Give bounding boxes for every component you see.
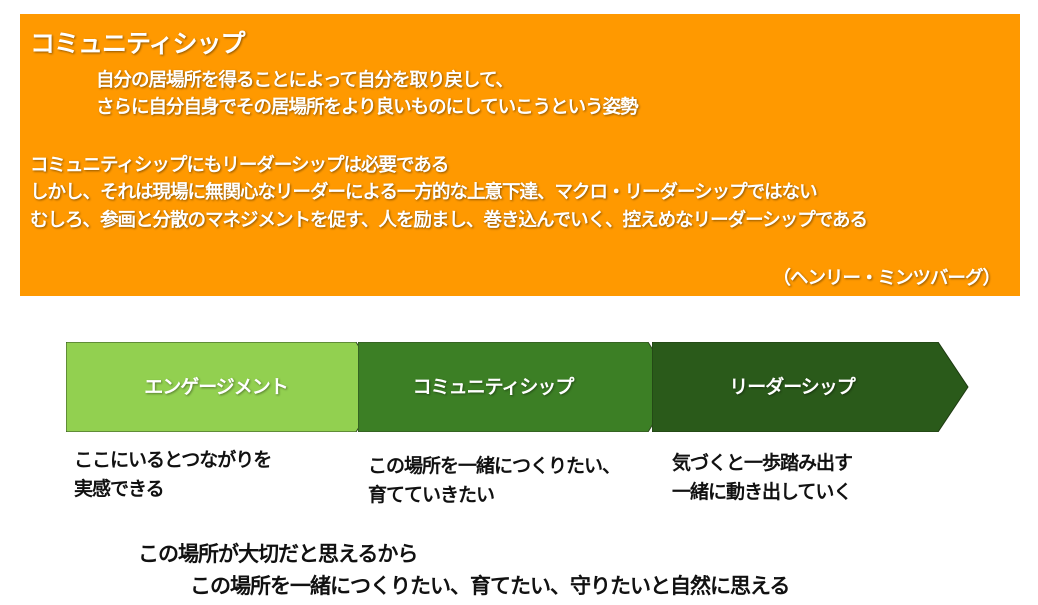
body-line-3: むしろ、参画と分散のマネジメントを促す、人を励まし、巻き込んでいく、控えめなリー… <box>30 210 868 231</box>
desc-line: 一緒に動き出していく <box>672 481 852 503</box>
desc-line: ここにいるとつながりを <box>74 449 272 471</box>
definition-line-2: さらに自分自身でその居場所をより良いものにしていこうという姿勢 <box>96 97 639 118</box>
desc-line: この場所を一緒につくりたい、 <box>368 455 621 477</box>
step-leadership: リーダーシップ <box>652 342 970 432</box>
step-description-engagement: ここにいるとつながりを 実感できる <box>74 446 272 504</box>
step-engagement: エンゲージメント <box>66 342 384 432</box>
step-label: エンゲージメント <box>144 376 289 398</box>
step-label: リーダーシップ <box>729 376 856 398</box>
step-description-leadership: 気づくと一歩踏み出す 一緒に動き出していく <box>672 449 853 507</box>
footer-line-1: この場所が大切だと思えるから <box>138 542 418 566</box>
body-line-2: しかし、それは現場に無関心なリーダーによる一方的な上意下達、マクロ・リーダーシッ… <box>30 182 818 203</box>
attribution: （ヘンリー・ミンツバーグ） <box>772 268 1001 289</box>
definition-line-1: 自分の居場所を得ることによって自分を取り戻して、 <box>96 70 514 91</box>
footer-line-2: この場所を一緒につくりたい、育てたい、守りたいと自然に思える <box>190 574 790 598</box>
step-description-communityship: この場所を一緒につくりたい、 育てていきたい <box>368 452 621 510</box>
step-label: コミュニティシップ <box>412 376 575 398</box>
definition-panel: コミュニティシップ 自分の居場所を得ることによって自分を取り戻して、 さらに自分… <box>20 14 1020 296</box>
desc-line: 育てていきたい <box>368 484 495 506</box>
step-communityship: コミュニティシップ <box>358 342 676 432</box>
desc-line: 気づくと一歩踏み出す <box>672 452 853 474</box>
panel-title: コミュニティシップ <box>30 29 246 58</box>
body-line-1: コミュニティシップにもリーダーシップは必要である <box>30 155 449 176</box>
desc-line: 実感できる <box>74 478 165 500</box>
